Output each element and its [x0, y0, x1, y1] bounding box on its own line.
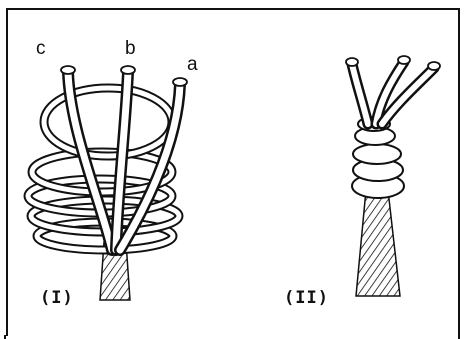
strand-label-c: c	[36, 38, 46, 60]
figure-2-label: (II)	[284, 288, 329, 308]
knot-figure-1	[28, 66, 187, 300]
knot-figure-2	[346, 56, 440, 296]
strand-label-a: a	[187, 54, 198, 76]
figure-1-label: (I)	[40, 288, 74, 308]
strand-label-b: b	[125, 38, 136, 60]
